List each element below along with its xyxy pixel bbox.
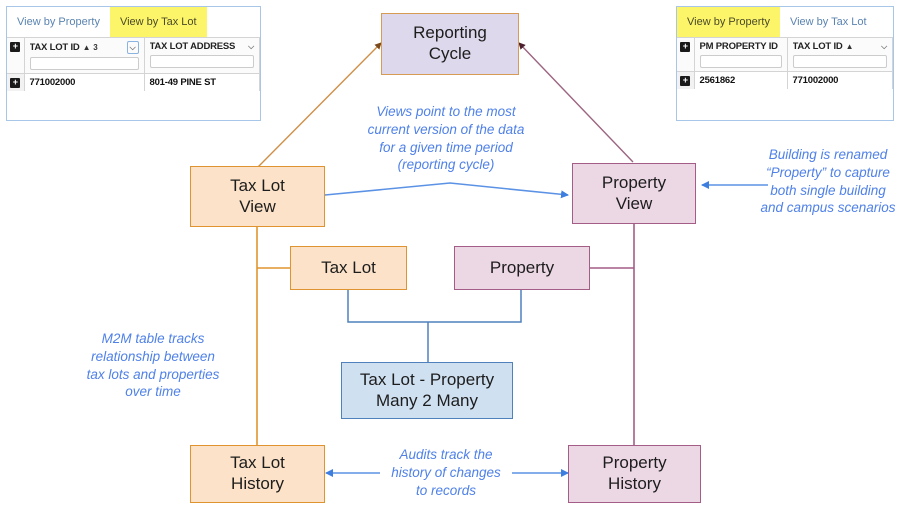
cell-tax-lot-id: 771002000 [24,73,145,91]
plus-icon[interactable]: + [680,76,691,86]
tab-view-by-tax-lot-left[interactable]: View by Tax Lot [109,7,207,37]
table-row[interactable]: + 2561862 771002000 [677,71,893,89]
column-header-tax-lot-id-right[interactable]: TAX LOT ID ▲ ⌵ [787,37,893,72]
chevron-down-icon[interactable]: ⌵ [126,41,139,54]
node-tax-lot[interactable]: Tax Lot [290,246,407,290]
wire-taxlot-to-m2m [347,290,428,323]
row-expand-cell-left[interactable]: + [7,73,25,91]
filter-input-tax-lot-id[interactable] [29,57,139,70]
tab-view-by-property-right[interactable]: View by Property [677,7,780,37]
panel-right-grid: + PM PROPERTY ID TAX LOT ID ▲ ⌵ [677,37,893,89]
expand-all-cell-left[interactable]: + [7,37,25,74]
panel-left-tabrow: View by Property View by Tax Lot [7,7,260,37]
cell-tax-lot-address: 801-49 PINE ST [144,73,260,91]
panel-right-tabrow: View by Property View by Tax Lot [677,7,893,37]
filter-input-pm-property-id[interactable] [699,55,782,68]
plus-icon[interactable]: + [10,42,21,52]
chevron-down-icon[interactable]: ⌵ [881,41,887,51]
chevron-down-icon[interactable]: ⌵ [248,41,254,51]
row-expand-cell-right[interactable]: + [677,71,695,89]
column-header-pm-property-id[interactable]: PM PROPERTY ID [694,37,788,72]
panel-right-header-row: + PM PROPERTY ID TAX LOT ID ▲ ⌵ [677,37,893,72]
panel-view-by-property[interactable]: View by Property View by Tax Lot + PM PR… [676,6,894,121]
panel-left-header-row: + TAX LOT ID ▲ 3 ⌵ TAX LOT ADDRESS ⌵ [7,37,260,74]
column-header-tax-lot-address[interactable]: TAX LOT ADDRESS ⌵ [144,37,260,74]
wire-views-bidirectional [317,182,569,200]
expand-all-cell-right[interactable]: + [677,37,695,72]
annotation-building-renamed: Building is renamed“Property” to capture… [756,146,900,217]
tab-view-by-tax-lot-right[interactable]: View by Tax Lot [779,7,877,37]
panel-left-grid: + TAX LOT ID ▲ 3 ⌵ TAX LOT ADDRESS ⌵ [7,37,260,91]
table-row[interactable]: + 771002000 801-49 PINE ST [7,73,260,91]
node-tax-lot-label: Tax Lot [321,257,376,277]
tab-view-by-property-left[interactable]: View by Property [7,7,110,37]
cell-pm-property-id: 2561862 [694,71,788,89]
plus-icon[interactable]: + [680,42,691,52]
column-header-tax-lot-id[interactable]: TAX LOT ID ▲ 3 ⌵ [24,37,145,74]
filter-input-tax-lot-address[interactable] [149,55,254,68]
filter-input-tax-lot-id-right[interactable] [792,55,887,68]
panel-view-by-tax-lot[interactable]: View by Property View by Tax Lot + TAX L… [6,6,261,121]
cell-tax-lot-id-right: 771002000 [787,71,893,89]
sort-order-index: 3 [93,43,98,52]
wire-property-to-m2m [428,290,522,323]
node-property-label: Property [489,257,555,277]
plus-icon[interactable]: + [10,78,21,88]
node-property[interactable]: Property [454,246,590,290]
sort-ascending-icon: ▲ [82,43,91,52]
sort-ascending-icon: ▲ [845,42,854,51]
annotation-building-renamed-text: Building is renamed“Property” to capture… [760,147,896,216]
